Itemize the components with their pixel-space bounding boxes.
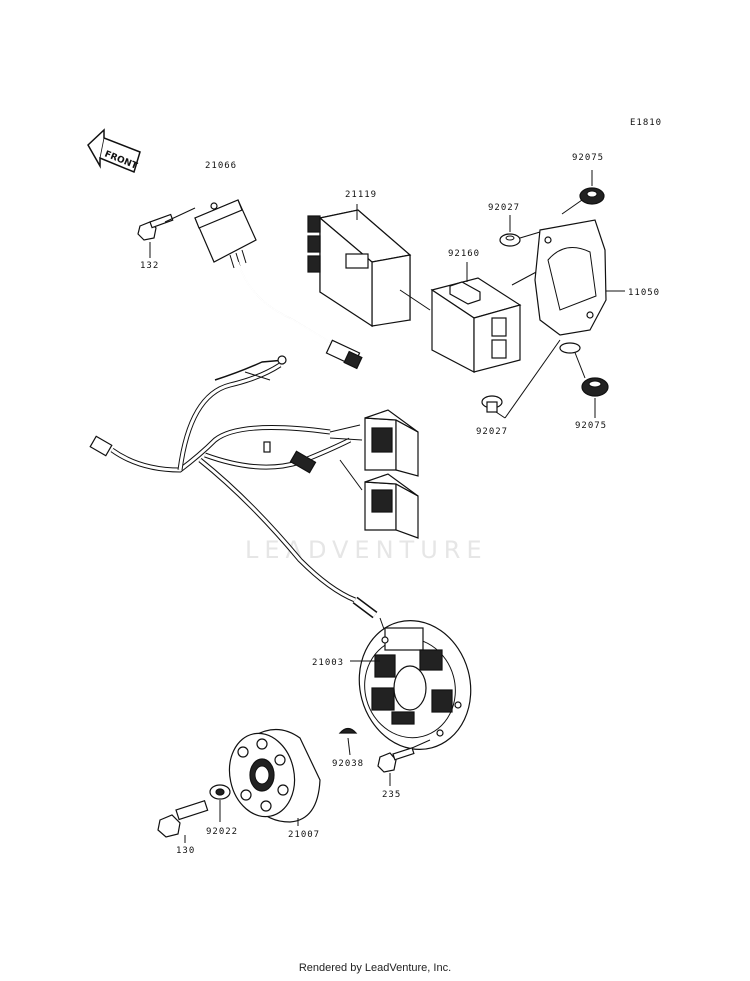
label-132: 132 bbox=[140, 261, 159, 271]
footer-credit: Rendered by LeadVenture, Inc. bbox=[298, 962, 452, 974]
part-92027-collar-top bbox=[499, 233, 521, 247]
stator-wire-grommet bbox=[352, 596, 386, 633]
part-235-bolt bbox=[377, 747, 415, 773]
label-21007: 21007 bbox=[288, 830, 320, 840]
part-21119-regulator bbox=[307, 209, 412, 328]
part-132-bolt bbox=[137, 213, 174, 241]
label-92038: 92038 bbox=[332, 759, 364, 769]
part-92038-key bbox=[338, 727, 358, 734]
part-92022-washer bbox=[209, 784, 231, 800]
part-92075-grommet-bottom bbox=[581, 377, 609, 397]
part-21003-stator bbox=[358, 620, 472, 750]
connector-cdi bbox=[325, 339, 363, 370]
label-21003: 21003 bbox=[312, 658, 344, 668]
part-21007-flywheel bbox=[228, 728, 321, 823]
connector-lower bbox=[339, 459, 419, 539]
label-92027-top: 92027 bbox=[488, 203, 520, 213]
wiring-harness bbox=[89, 355, 356, 603]
label-92027-bottom: 92027 bbox=[476, 427, 508, 437]
label-235: 235 bbox=[382, 790, 401, 800]
label-92075-top: 92075 bbox=[572, 153, 604, 163]
part-92075-grommet-top bbox=[579, 187, 605, 205]
label-130: 130 bbox=[176, 846, 195, 856]
label-21119: 21119 bbox=[345, 190, 377, 200]
part-130-bolt bbox=[157, 799, 209, 838]
label-92022: 92022 bbox=[206, 827, 238, 837]
label-11050: 11050 bbox=[628, 288, 660, 298]
front-arrow-icon: FRONT bbox=[87, 128, 141, 174]
label-21066: 21066 bbox=[205, 161, 237, 171]
diagram-code: E1810 bbox=[630, 118, 662, 128]
label-92075-bottom: 92075 bbox=[575, 421, 607, 431]
part-11050-bracket bbox=[534, 219, 607, 336]
part-21066-ignitor bbox=[194, 199, 257, 269]
part-92027-collar-bottom bbox=[481, 395, 503, 413]
part-92160-relay bbox=[430, 277, 522, 373]
connector-upper bbox=[329, 409, 419, 477]
label-92160: 92160 bbox=[448, 249, 480, 259]
